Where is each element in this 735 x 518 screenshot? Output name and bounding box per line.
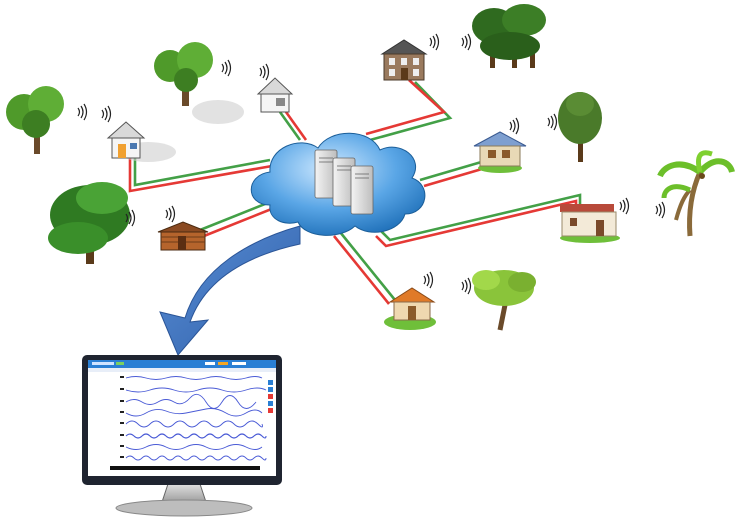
tree-icon — [461, 270, 536, 331]
tree-icon — [547, 92, 602, 162]
tree-icon — [461, 4, 546, 68]
tree-icon — [48, 182, 136, 264]
house-icon — [473, 117, 527, 173]
house-icon — [192, 63, 294, 124]
server-cloud-icon — [250, 132, 426, 236]
data-flow-arrow — [159, 225, 301, 356]
palm-tree-icon — [655, 150, 735, 237]
tree-icon — [154, 42, 232, 106]
house-icon — [380, 33, 440, 81]
house-icon — [157, 205, 209, 251]
house-icon — [384, 271, 436, 330]
house-icon — [560, 197, 630, 243]
tree-icon — [6, 86, 88, 154]
network-links — [128, 79, 582, 305]
house-icon — [101, 105, 176, 162]
monitor-icon — [82, 355, 282, 517]
